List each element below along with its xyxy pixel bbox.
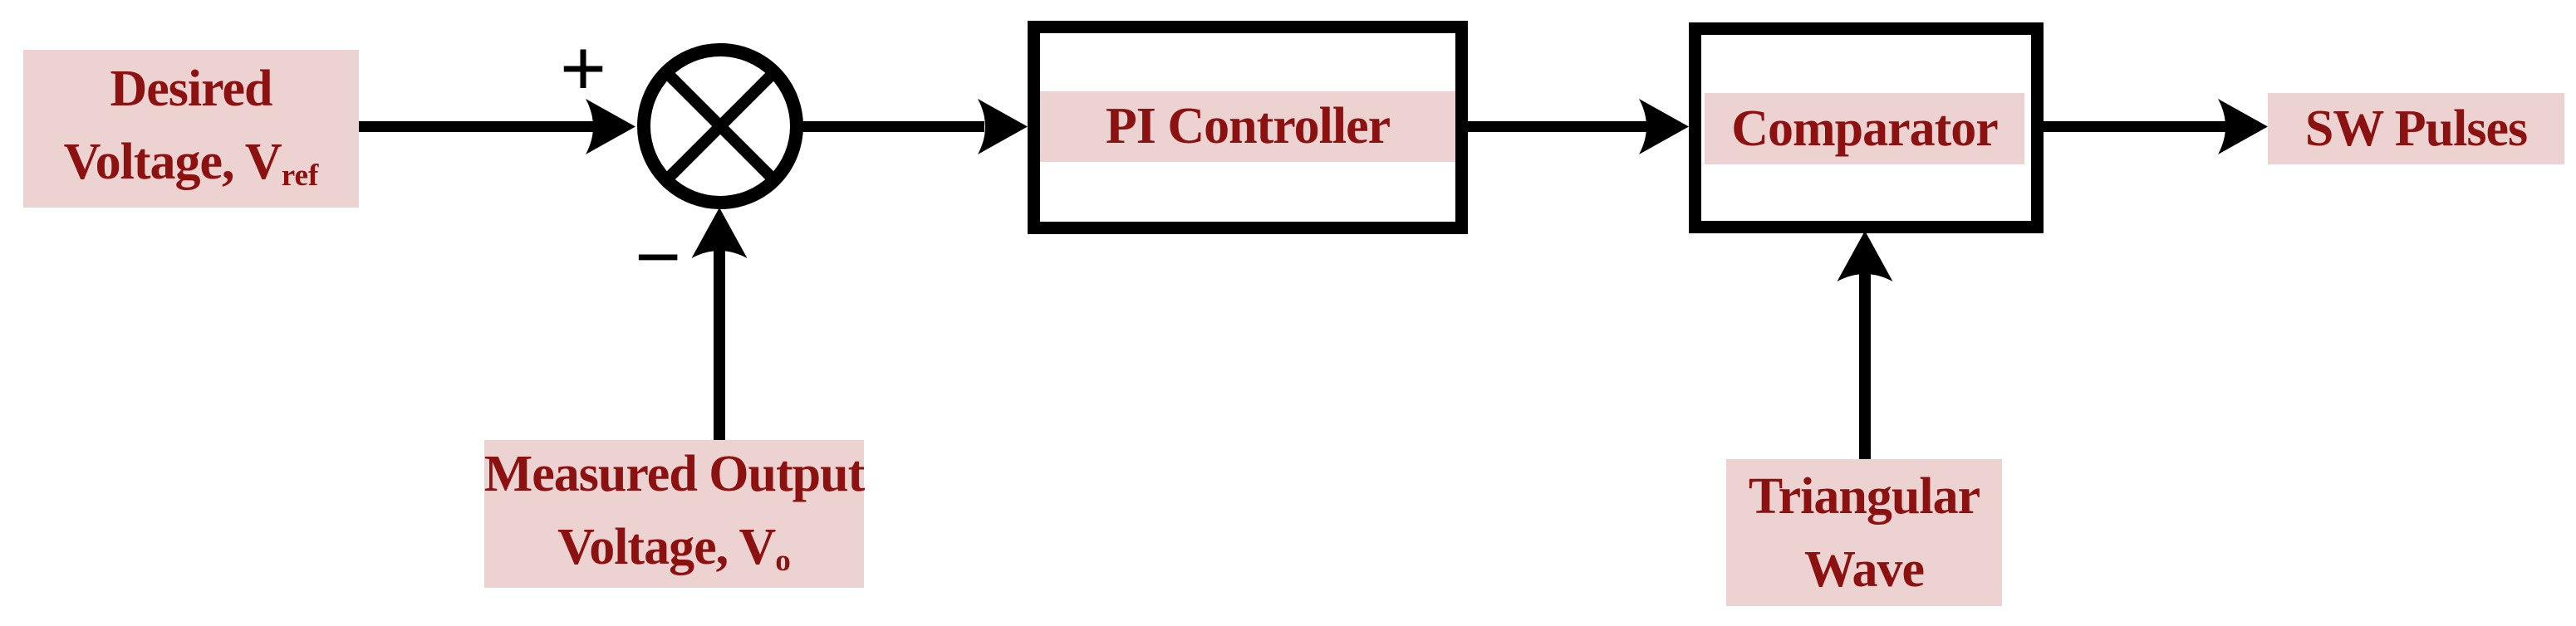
pi-controller-box: PI Controller — [1028, 21, 1468, 234]
desired-voltage-line1: Desired — [110, 52, 272, 125]
triangular-wave-text1: Triangular — [1748, 467, 1980, 525]
triangular-wave-line2: Wave — [1803, 533, 1925, 606]
triangular-wave-line1: Triangular — [1749, 460, 1980, 533]
measured-voltage-subscript: o — [775, 543, 791, 578]
desired-voltage-text2: Voltage, V — [63, 133, 282, 190]
pi-controller-label: PI Controller — [1105, 98, 1391, 154]
sw-pulses-text: SW Pulses — [2304, 100, 2528, 157]
triangular-wave-text2: Wave — [1803, 540, 1925, 598]
measured-voltage-text2: Voltage, V — [557, 518, 776, 575]
arrow-desired-to-summing — [357, 99, 635, 154]
arrow-pi-to-comparator — [1468, 99, 1689, 154]
desired-voltage-text1: Desired — [110, 60, 272, 117]
measured-voltage-line1: Measured Output — [483, 438, 866, 511]
arrow-summing-to-pi — [802, 99, 1028, 154]
pi-controller-band: PI Controller — [1040, 91, 1455, 162]
comparator-label: Comparator — [1731, 100, 1999, 157]
label-sw-pulses: SW Pulses — [2268, 93, 2564, 164]
comparator-band: Comparator — [1705, 93, 2024, 164]
sw-pulses-line: SW Pulses — [2304, 92, 2528, 165]
comparator-box: Comparator — [1689, 22, 2044, 233]
arrow-measured-to-summing — [691, 208, 748, 440]
summing-junction-icon — [637, 43, 803, 209]
label-triangular-wave: Triangular Wave — [1726, 459, 2002, 606]
minus-sign: − — [634, 211, 682, 303]
desired-voltage-subscript: ref — [281, 158, 319, 193]
arrow-triangular-to-comparator — [1837, 231, 1893, 459]
measured-voltage-text1: Measured Output — [483, 445, 866, 502]
plus-sign: + — [559, 22, 607, 115]
arrow-comparator-to-sw — [2044, 99, 2268, 154]
